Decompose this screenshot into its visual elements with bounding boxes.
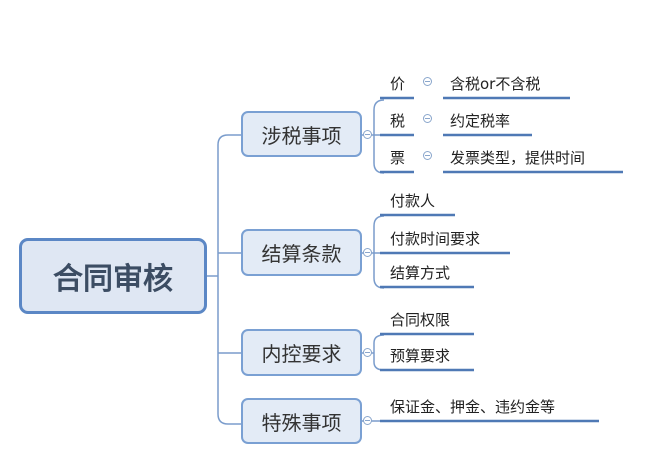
leaf-payment-time: 付款时间要求	[390, 230, 481, 248]
sub-label-price: 价	[390, 75, 406, 93]
branch-tax-matters[interactable]: 涉税事项	[241, 111, 362, 157]
leaf-budget-requirement: 预算要求	[390, 347, 451, 365]
leaf-price-value: 含税or不含税	[450, 75, 541, 93]
leaf-invoice-value: 发票类型，提供时间	[450, 149, 586, 167]
branch-special-matters[interactable]: 特殊事项	[241, 398, 362, 444]
root-node[interactable]: 合同审核	[19, 238, 207, 314]
collapse-toggle-icon[interactable]	[423, 151, 432, 160]
sub-label-invoice: 票	[390, 149, 406, 167]
collapse-toggle-icon[interactable]	[363, 348, 372, 357]
leaf-deposits: 保证金、押金、违约金等	[390, 398, 556, 416]
leaf-settlement-method: 结算方式	[390, 264, 451, 282]
collapse-toggle-icon[interactable]	[363, 130, 372, 139]
leaf-tax-value: 约定税率	[450, 112, 511, 130]
collapse-toggle-icon[interactable]	[363, 416, 372, 425]
leaf-contract-authority: 合同权限	[390, 311, 451, 329]
collapse-toggle-icon[interactable]	[423, 114, 432, 123]
branch-internal-control[interactable]: 内控要求	[241, 329, 362, 376]
branch-settlement-terms[interactable]: 结算条款	[241, 229, 362, 276]
sub-label-tax: 税	[390, 112, 406, 130]
leaf-payer: 付款人	[390, 192, 436, 210]
collapse-toggle-icon[interactable]	[423, 77, 432, 86]
collapse-toggle-icon[interactable]	[363, 248, 372, 257]
